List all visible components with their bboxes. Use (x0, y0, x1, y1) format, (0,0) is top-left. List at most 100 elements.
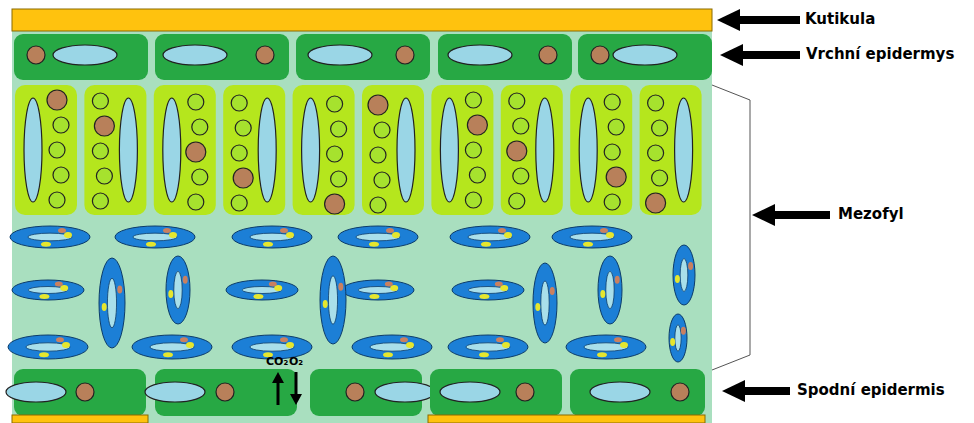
nucleus (688, 262, 693, 270)
gas-label: CO₂ (266, 356, 288, 368)
chloroplast (465, 142, 481, 158)
chloroplast (263, 242, 273, 247)
chloroplast (192, 169, 208, 185)
epidermis-cell (570, 369, 705, 416)
chloroplast (479, 352, 489, 357)
chloroplast (469, 167, 485, 183)
vacuole (584, 343, 628, 351)
nucleus (56, 337, 64, 342)
vacuole (53, 45, 117, 65)
cuticle (428, 415, 705, 423)
vacuole (375, 382, 435, 402)
chloroplast (513, 118, 529, 134)
vacuole (174, 271, 182, 308)
vacuole (590, 382, 650, 402)
chloroplast (62, 342, 70, 348)
chloroplast (604, 194, 620, 210)
chloroplast (465, 192, 481, 208)
chloroplast (49, 142, 65, 158)
nucleus (614, 337, 622, 342)
palisade-cell (640, 85, 702, 215)
spongy-cell (99, 258, 125, 348)
chloroplast (604, 94, 620, 110)
nucleus (346, 383, 364, 401)
vacuole (448, 45, 512, 65)
chloroplast (331, 171, 347, 187)
vacuole (613, 45, 677, 65)
spongy-cell (10, 226, 90, 248)
nucleus (539, 46, 557, 64)
vacuole (440, 382, 500, 402)
spongy-cell (552, 226, 632, 248)
nucleus (117, 286, 122, 294)
chloroplast (600, 290, 605, 298)
vacuole (675, 98, 693, 202)
nucleus (163, 228, 171, 233)
bracket (712, 85, 750, 370)
spongy-cells (8, 226, 695, 362)
chloroplast (652, 170, 668, 186)
epidermis-cell (438, 34, 572, 80)
spongy-cell (338, 226, 418, 248)
chloroplast (41, 242, 51, 247)
nucleus (280, 228, 288, 233)
nucleus (681, 327, 686, 335)
palisade-cell (362, 85, 424, 215)
chloroplast (513, 168, 529, 184)
pointer-arrows (717, 9, 830, 402)
palisade-cell (84, 85, 146, 215)
chloroplast (188, 94, 204, 110)
chloroplast (235, 120, 251, 136)
nucleus (368, 95, 388, 115)
vacuole (107, 278, 116, 328)
chloroplast (286, 232, 294, 238)
chloroplast (670, 338, 675, 346)
epidermis-cell (296, 34, 430, 80)
vacuole (308, 45, 372, 65)
nucleus (55, 282, 63, 287)
vacuole (26, 343, 70, 351)
cuticle (12, 415, 148, 423)
chloroplast (188, 194, 204, 210)
chloroplast (64, 232, 72, 238)
chloroplast (608, 119, 624, 135)
nucleus (186, 142, 206, 162)
chloroplast (53, 167, 69, 183)
upper-epidermis (14, 34, 712, 80)
chloroplast (92, 93, 108, 109)
chloroplast (406, 342, 414, 348)
vacuole (163, 45, 227, 65)
chloroplast (374, 122, 390, 138)
chloroplast (286, 342, 294, 348)
epidermis-cell (430, 369, 562, 416)
chloroplast (370, 147, 386, 163)
nucleus (615, 276, 620, 284)
epidermis-cell (14, 34, 148, 80)
chloroplast (186, 342, 194, 348)
nucleus (216, 383, 234, 401)
chloroplast (502, 342, 510, 348)
vacuole (328, 276, 337, 324)
chloroplast (53, 117, 69, 133)
spongy-cell (132, 335, 212, 359)
part-label: Vrchní epidermys (806, 46, 954, 63)
vacuole (440, 98, 458, 202)
nucleus (550, 287, 555, 295)
chloroplast (92, 193, 108, 209)
chloroplast (648, 95, 664, 111)
vacuole (250, 343, 294, 351)
nucleus (386, 228, 394, 233)
part-label: Spodní epidermis (797, 382, 945, 399)
chloroplast (369, 242, 379, 247)
chloroplast (620, 342, 628, 348)
nucleus (256, 46, 274, 64)
nucleus (507, 141, 527, 161)
nucleus (180, 337, 188, 342)
palisade-cell (15, 85, 77, 215)
chloroplast (102, 303, 107, 311)
chloroplast (369, 294, 379, 299)
nucleus (233, 168, 253, 188)
vacuole (163, 98, 181, 202)
nucleus (94, 116, 114, 136)
